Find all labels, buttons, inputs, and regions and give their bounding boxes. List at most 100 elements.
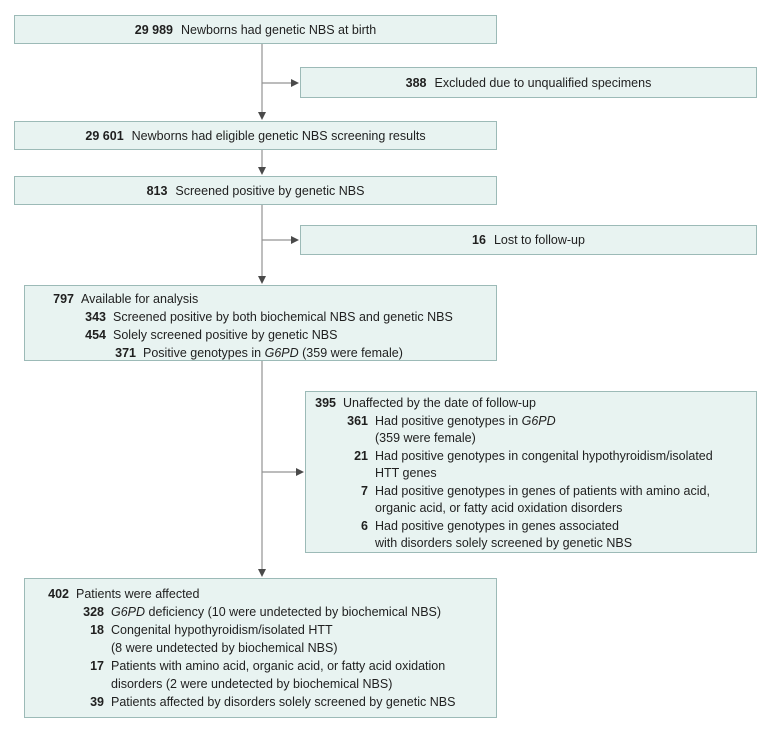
- stat-text: Patients were affected: [76, 585, 199, 603]
- text-segment: organic acid, or fatty acid oxidation di…: [375, 501, 623, 515]
- box-excluded: 388 Excluded due to unqualified specimens: [300, 67, 757, 98]
- stat-line: 797 Available for analysis: [25, 290, 496, 308]
- text-segment: disorders (2 were undetected by biochemi…: [111, 677, 393, 691]
- text-segment: (359 were female): [298, 346, 403, 360]
- stat-text: Unaffected by the date of follow-up: [343, 395, 536, 413]
- text-segment: (8 were undetected by biochemical NBS): [111, 641, 338, 655]
- stat-text: (8 were undetected by biochemical NBS): [111, 639, 338, 657]
- stat-line: 343 Screened positive by both biochemical…: [25, 308, 496, 326]
- stat-text: (359 were female): [375, 430, 476, 448]
- box-unaffected: 395 Unaffected by the date of follow-up 3…: [305, 391, 757, 553]
- stat-text: Congenital hypothyroidism/isolated HTT: [111, 621, 333, 639]
- arrow-available-to-affected: [258, 361, 266, 577]
- stat-text: Screened positive by both biochemical NB…: [113, 308, 453, 326]
- stat-number: [306, 500, 368, 518]
- text-segment: HTT genes: [375, 466, 437, 480]
- stat-line: 29 989 Newborns had genetic NBS at birth: [15, 16, 496, 43]
- stat-line: 813 Screened positive by genetic NBS: [15, 177, 496, 204]
- stat-text: disorders (2 were undetected by biochemi…: [111, 675, 392, 693]
- arrow-branch-lost: [262, 236, 299, 244]
- text-segment: Patients with amino acid, organic acid, …: [111, 659, 446, 673]
- stat-number: 402: [48, 587, 69, 601]
- text-segment: Screened positive by both biochemical NB…: [113, 310, 453, 324]
- stat-line: 16 Lost to follow-up: [301, 226, 756, 254]
- stat-line-continuation: (8 were undetected by biochemical NBS): [25, 639, 496, 657]
- text-segment: Had positive genotypes in: [375, 413, 522, 428]
- stat-text: HTT genes: [375, 465, 437, 483]
- stat-text: Excluded due to unqualified specimens: [434, 75, 652, 90]
- stat-line: 361 Had positive genotypes in G6PD: [306, 413, 756, 431]
- stat-text: organic acid, or fatty acid oxidation di…: [375, 500, 622, 518]
- text-segment: Solely screened positive by genetic NBS: [113, 328, 338, 342]
- stat-number: 797: [53, 292, 74, 306]
- text-segment: Positive genotypes in: [143, 346, 265, 360]
- stat-text: G6PD deficiency (10 were undetected by b…: [111, 603, 441, 621]
- stat-number: 343: [85, 310, 106, 324]
- text-segment: Congenital hypothyroidism/isolated HTT: [111, 623, 333, 637]
- box-available-analysis: 797 Available for analysis 343 Screened po…: [24, 285, 497, 361]
- stat-number: 21: [354, 448, 368, 463]
- stat-text: Patients with amino acid, organic acid, …: [111, 657, 445, 675]
- text-segment: (359 were female): [375, 431, 476, 445]
- stat-number: 813: [146, 183, 168, 198]
- stat-number: 7: [361, 483, 368, 498]
- stat-text: Newborns had genetic NBS at birth: [180, 22, 377, 37]
- stat-text: Lost to follow-up: [493, 233, 585, 247]
- stat-number: 328: [83, 605, 104, 619]
- stat-text: Solely screened positive by genetic NBS: [113, 326, 337, 344]
- text-segment: Had positive genotypes in congenital hyp…: [375, 448, 713, 463]
- stat-text: Had positive genotypes in congenital hyp…: [375, 448, 713, 466]
- stat-line: 388 Excluded due to unqualified specimens: [301, 68, 756, 97]
- box-newborns-total: 29 989 Newborns had genetic NBS at birth: [14, 15, 497, 44]
- stat-text: with disorders solely screened by geneti…: [375, 535, 632, 553]
- stat-text: Available for analysis: [81, 290, 198, 308]
- stat-text: Had positive genotypes in G6PD: [375, 413, 556, 431]
- arrow-branch-excluded: [262, 79, 299, 87]
- stat-line: 7 Had positive genotypes in genes of pati…: [306, 483, 756, 501]
- stat-line: 18 Congenital hypothyroidism/isolated HTT: [25, 621, 496, 639]
- stat-line-continuation: with disorders solely screened by geneti…: [306, 535, 756, 553]
- stat-text: Had positive genotypes in genes of patie…: [375, 483, 710, 501]
- arrow-positive-to-available: [258, 205, 266, 284]
- stat-number: [25, 639, 104, 657]
- gene-name: G6PD: [111, 605, 146, 619]
- stat-line-continuation: HTT genes: [306, 465, 756, 483]
- arrow-branch-unaffected: [262, 468, 304, 476]
- stat-number: 18: [90, 623, 104, 637]
- stat-line: 371 Positive genotypes in G6PD (359 were …: [25, 344, 496, 362]
- stat-number: [306, 465, 368, 483]
- stat-line: 328 G6PD deficiency (10 were undetected b…: [25, 603, 496, 621]
- text-segment: Available for analysis: [81, 292, 199, 306]
- stat-line-continuation: disorders (2 were undetected by biochemi…: [25, 675, 496, 693]
- stat-text: Positive genotypes in G6PD (359 were fem…: [143, 344, 403, 362]
- stat-number: 39: [90, 695, 104, 709]
- stat-line-continuation: (359 were female): [306, 430, 756, 448]
- text-segment: Had positive genotypes in genes of patie…: [375, 483, 710, 498]
- stat-number: 388: [405, 75, 427, 90]
- stat-line: 395 Unaffected by the date of follow-up: [306, 395, 756, 413]
- arrow-eligible-to-positive: [258, 150, 266, 175]
- stat-line: 402 Patients were affected: [25, 585, 496, 603]
- box-affected: 402 Patients were affected 328 G6PD defici…: [24, 578, 497, 718]
- stat-number: 29 989: [134, 22, 173, 37]
- text-segment: deficiency (10 were undetected by bioche…: [145, 605, 442, 619]
- box-screened-positive: 813 Screened positive by genetic NBS: [14, 176, 497, 205]
- stat-text: Screened positive by genetic NBS: [175, 183, 365, 198]
- text-segment: Patients were affected: [76, 587, 200, 601]
- stat-line: 21 Had positive genotypes in congenital h…: [306, 448, 756, 466]
- stat-number: [25, 675, 104, 693]
- stat-number: 395: [315, 396, 336, 410]
- stat-number: 361: [347, 413, 368, 428]
- arrow-newborns-to-eligible: [258, 44, 266, 120]
- stat-number: 16: [472, 233, 486, 247]
- stat-number: 371: [115, 346, 136, 360]
- stat-number: 29 601: [85, 128, 124, 143]
